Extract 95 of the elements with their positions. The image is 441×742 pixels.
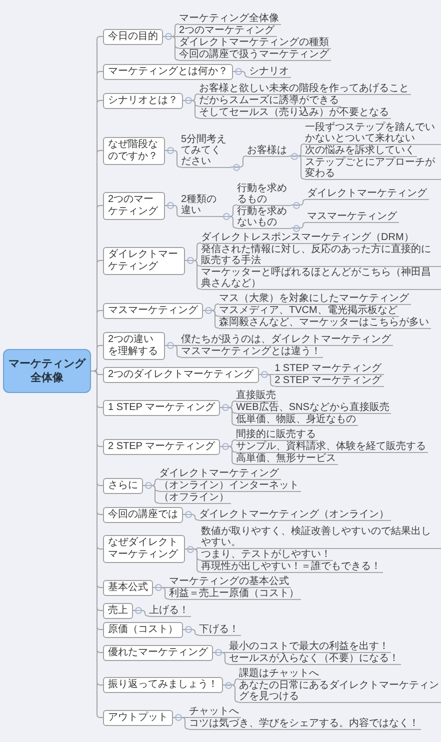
topic-box: さらに — [103, 478, 143, 494]
topic-box: 2つのダイレクトマーケティング — [103, 366, 259, 382]
subtopic-label: 下げる！ — [199, 624, 241, 636]
connector-line — [258, 374, 276, 386]
connector-line — [182, 100, 200, 118]
subtopic-label: 低単価、物販、身近なもの — [236, 414, 358, 426]
connector-line — [172, 717, 190, 730]
subtopic-label: 数値が取りやすく、検証改善しやすいので結果出しやすい。 — [201, 526, 441, 548]
subtopic-label: ダイレクトマーケティングの種類 — [179, 36, 331, 48]
subtopic-label: マーケティング全体像 — [179, 12, 281, 24]
subtopic-label: 再現性が出しやすい！＝誰でもできる！ — [201, 560, 383, 572]
subtopic-label: あなたの日常にあるダイレクトマーケティングを見つける — [239, 680, 441, 702]
topic-box: マーケティングとは何か？ — [103, 64, 233, 80]
connector-line — [162, 36, 180, 60]
subtopic-label: マーケティングの基本公式 — [169, 576, 291, 588]
subtopic-label: 一段ずつステップを踏んでいかないとついて来れない — [305, 122, 441, 144]
connector-line — [184, 548, 202, 572]
topic-box: 基本公式 — [103, 580, 153, 596]
connector-line — [152, 587, 170, 600]
subtopic-label: サンプル、資料請求、体験を経て販売する — [236, 440, 428, 452]
subtopic-label: 高単価、無形サービス — [236, 452, 338, 464]
connector-line — [164, 205, 182, 217]
central-topic-box: マーケティング全体像 — [3, 349, 91, 393]
topic-box: 2つのマーケティング — [103, 192, 165, 220]
subtopic-label: 僕たちが扱うのは、ダイレクトマーケティング — [181, 334, 393, 346]
topic-box: 2つの違いを理解する — [103, 332, 165, 360]
subtopic-label: WEB広告、SNSなどから直接販売 — [236, 402, 392, 414]
subtopic-label: 行動を求めないもの — [237, 206, 291, 228]
subtopic-label: だからスムーズに誘導ができる — [199, 94, 341, 106]
connector-line — [230, 156, 248, 168]
subtopic-label: ステップごとにアプローチが変わる — [305, 156, 441, 180]
subtopic-label: 2 STEP マーケティング — [274, 374, 384, 386]
subtopic-label: 5分間考えてみてください — [181, 134, 231, 168]
subtopic-label: ダイレクトマーケティング — [307, 188, 429, 200]
subtopic-label: 間接的に販売する — [236, 428, 318, 440]
connector-line — [182, 514, 200, 520]
subtopic-label: （オンライン）インターネット — [159, 480, 301, 492]
topic-box: 優れたマーケティング — [103, 644, 213, 660]
subtopic-label: シナリオ — [249, 66, 291, 78]
subtopic-label: 次の悩みを訴求していく — [305, 144, 417, 156]
subtopic-label: 課題はチャットへ — [239, 668, 321, 680]
connector-line — [132, 610, 150, 616]
subtopic-label: そしてセールス（売り込み）が不要となる — [199, 106, 391, 118]
topic-box: 原価（コスト） — [103, 622, 183, 638]
topic-box: 1 STEP マーケティング — [103, 400, 220, 416]
connector-line — [290, 222, 308, 228]
topic-box: 今回の講座では — [103, 506, 183, 522]
topic-box: 振り返ってみましょう！ — [103, 677, 223, 693]
subtopic-label: 1 STEP マーケティング — [274, 362, 384, 374]
subtopic-label: 2種類の違い — [181, 194, 221, 217]
subtopic-label: 森岡毅さんなど、マーケッターはこちらが多い — [219, 316, 431, 328]
subtopic-label: 発信された情報に対し、反応のあった方に直接的に販売する手法 — [201, 244, 441, 266]
connector-line — [182, 629, 200, 636]
subtopic-label: 今回の講座で扱うマーケティング — [179, 48, 331, 60]
subtopic-label: 2つのマーケティング — [179, 24, 277, 36]
subtopic-label: つまり、テストがしやすい！ — [201, 548, 333, 560]
topic-box: マスマーケティング — [103, 302, 203, 318]
subtopic-label: コツは気づき、学びをシェアする。内容ではなく！ — [189, 718, 421, 730]
subtopic-label: 利益＝売上ー原価（コスト） — [169, 588, 301, 600]
subtopic-label: （オフライン） — [159, 492, 231, 504]
topic-box: 今日の目的 — [103, 28, 163, 44]
connector-line — [184, 260, 202, 290]
subtopic-label: マスマーケティング — [307, 211, 399, 223]
subtopic-label: 上げる！ — [149, 604, 191, 616]
topic-box: 2 STEP マーケティング — [103, 438, 220, 454]
subtopic-label: 直接販売 — [236, 390, 278, 402]
subtopic-label: お客様は — [247, 144, 289, 156]
connector-line — [212, 652, 230, 664]
subtopic-label: お客様と欲しい未来の階段を作ってあげること — [199, 82, 411, 94]
topic-box: なぜダイレクトマーケティング — [103, 535, 185, 563]
connector-line — [232, 71, 250, 78]
topic-box: アウトプット — [103, 710, 173, 726]
subtopic-label: マス（大衆）を対象にしたマーケティング — [219, 292, 411, 304]
subtopic-label: 最小のコストで最大の利益を出す！ — [229, 640, 391, 652]
topic-box: なぜ階段なのですか？ — [103, 136, 165, 164]
topic-box: ダイレクトマーケティング — [103, 246, 185, 274]
connector-line — [288, 156, 306, 180]
connector-line — [222, 684, 240, 702]
subtopic-label: 行動を求めるもの — [237, 182, 291, 206]
subtopic-label: マスメディア、TVCM、電光掲示板など — [219, 304, 400, 316]
topic-box: 売上 — [103, 602, 133, 618]
connector-line — [202, 310, 220, 328]
connector-line — [164, 150, 182, 168]
subtopic-label: ダイレクトマーケティング — [159, 468, 281, 480]
topic-box: シナリオとは？ — [103, 92, 183, 108]
subtopic-label: セールスが入らなく（不要）になる！ — [229, 652, 401, 664]
connector-line — [290, 199, 308, 206]
subtopic-label: マスマーケティングとは違う！ — [181, 346, 323, 358]
connector-line — [142, 485, 160, 504]
connector-line — [164, 345, 182, 358]
subtopic-label: ダイレクトマーケティング（オンライン） — [199, 508, 391, 520]
connector-line — [220, 216, 238, 228]
subtopic-label: チャットへ — [189, 706, 241, 718]
subtopic-label: ダイレクトレスポンスマーケティング（DRM） — [201, 232, 416, 244]
subtopic-label: マーケッターと呼ばれるほとんどがこちら（神田昌典さんなど） — [201, 266, 441, 290]
